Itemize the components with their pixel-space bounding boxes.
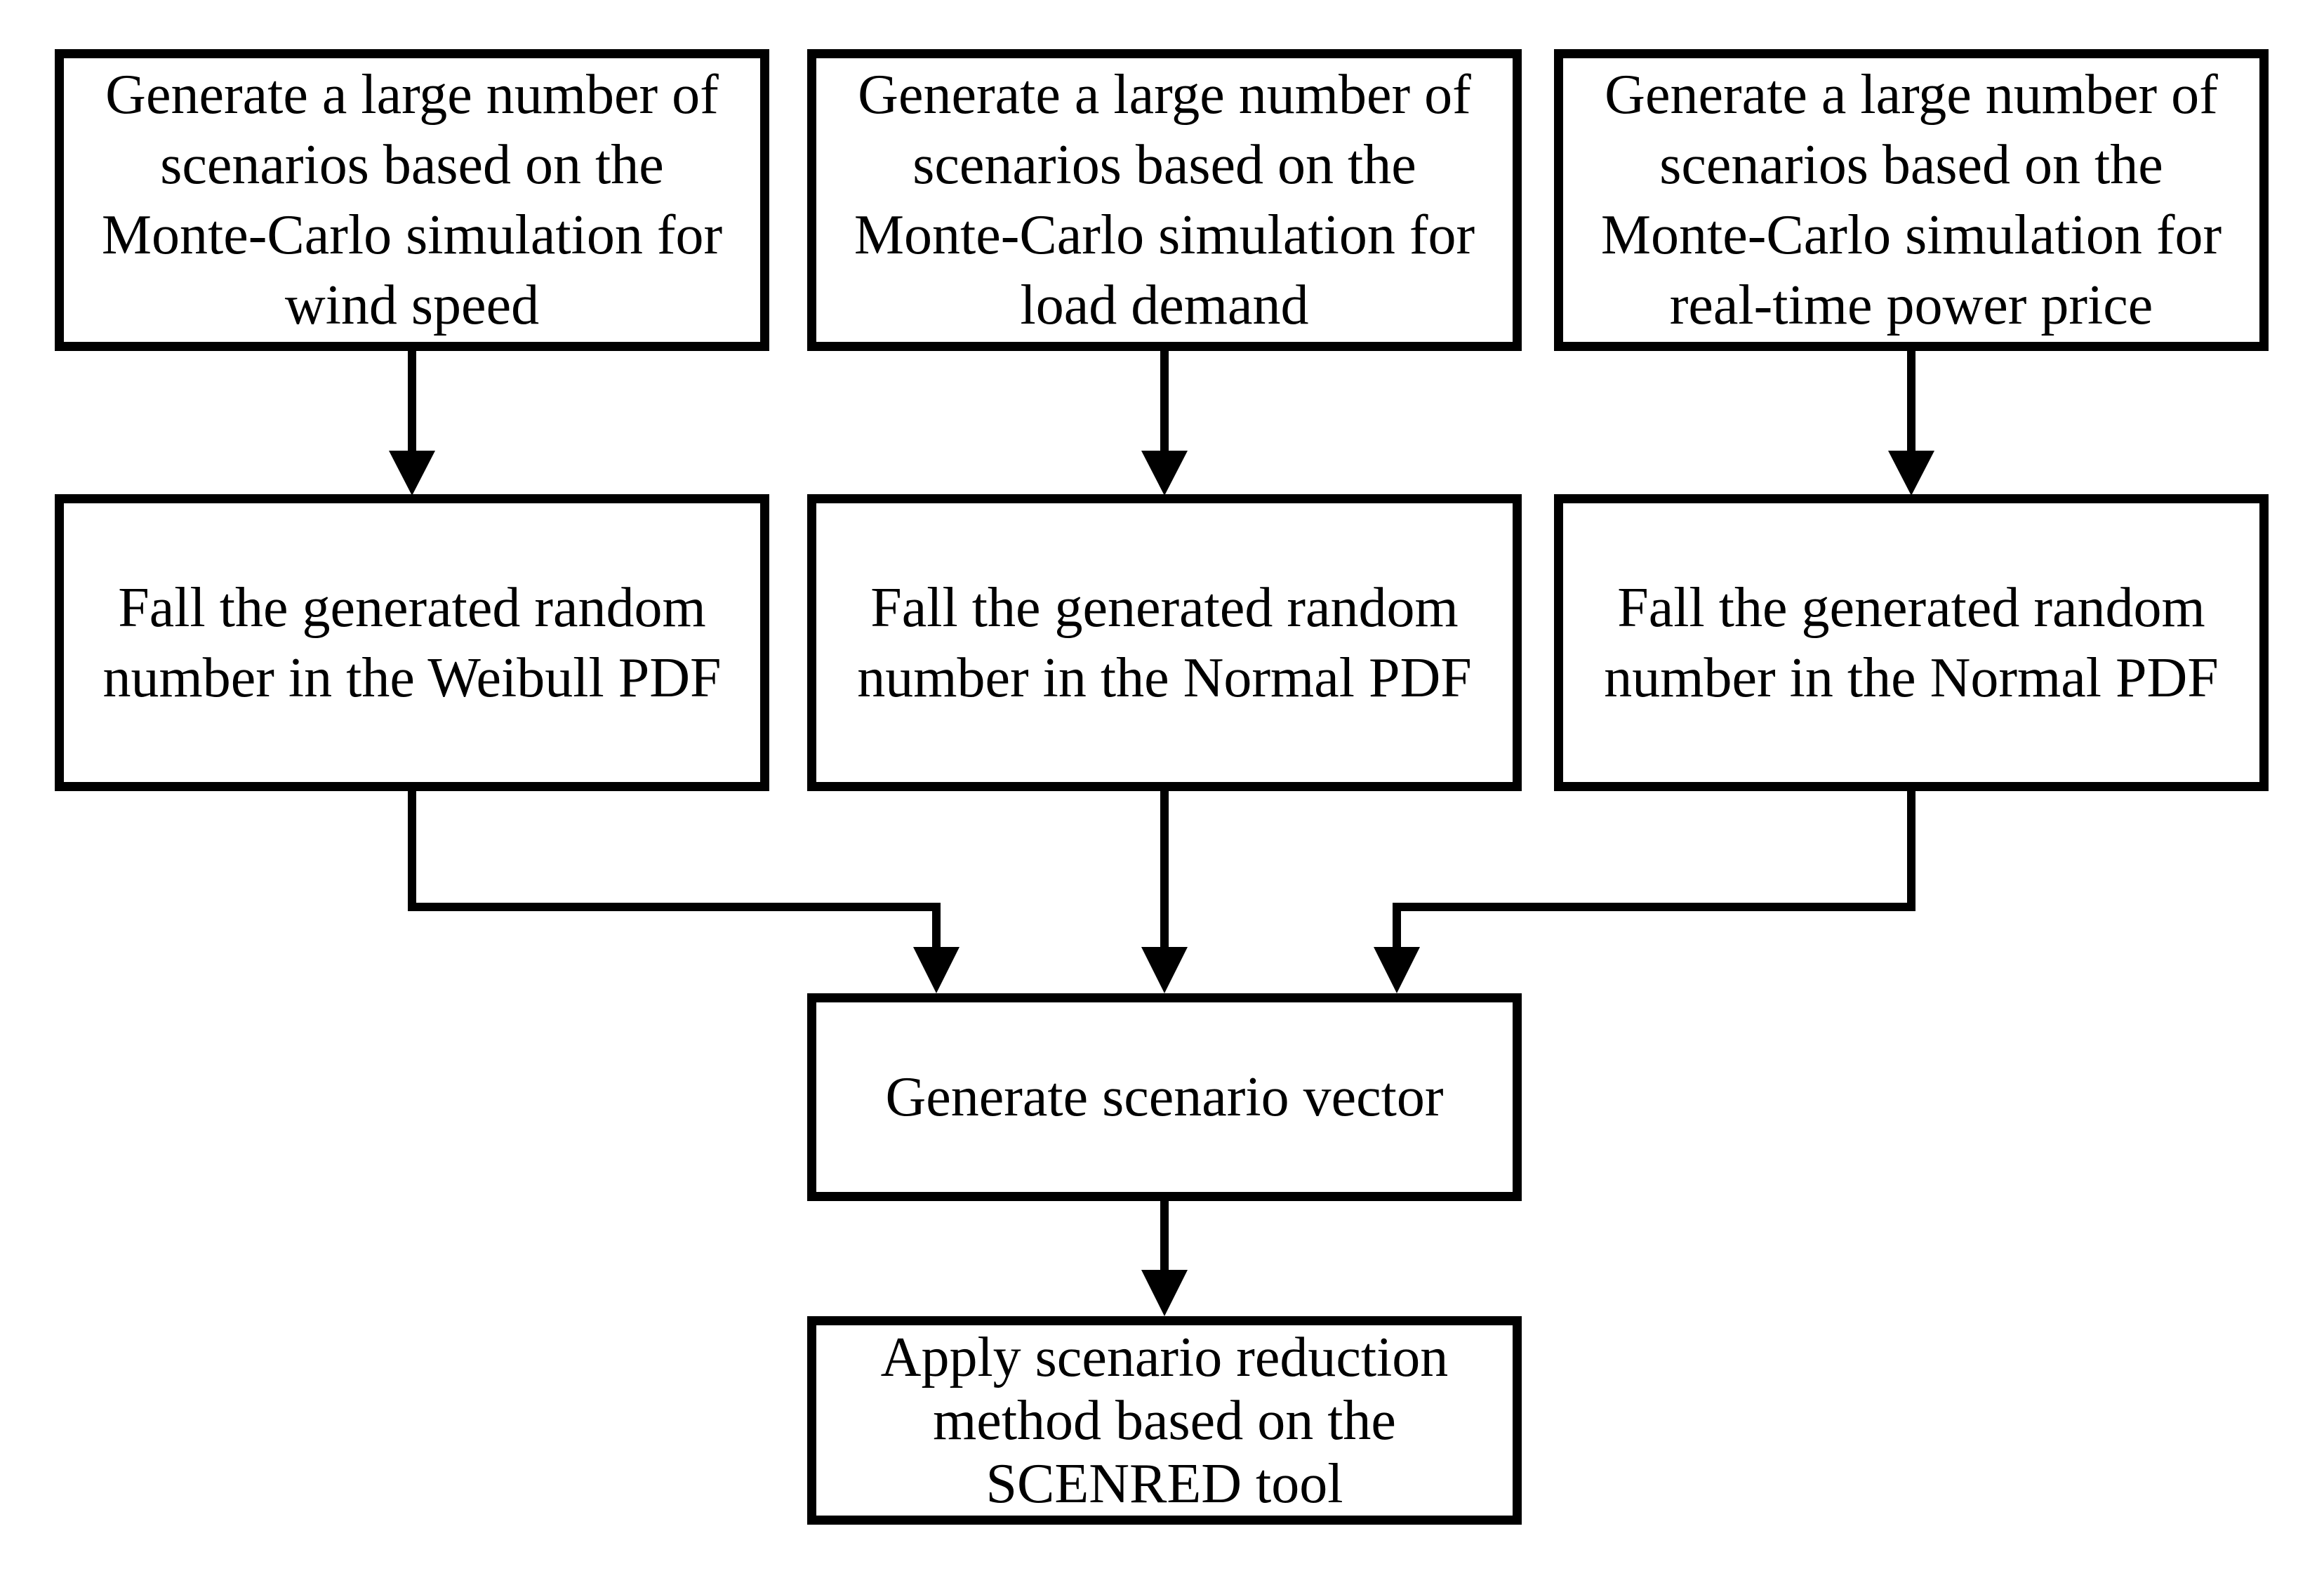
arrow-price-to-normal-price [1888,347,1934,496]
node-line: scenarios based on the [1659,134,2163,196]
node-normal-pdf-price: Fall the generated random number in the … [1554,494,2269,791]
arrow-normal-price-to-vector [1374,787,1915,993]
node-line: scenarios based on the [912,134,1416,196]
node-line: Apply scenario reduction [880,1326,1449,1388]
node-line: method based on the [933,1389,1396,1452]
node-line: Generate a large number of [858,64,1471,126]
node-line: Generate a large number of [105,64,719,126]
node-normal-pdf-load: Fall the generated random number in the … [807,494,1522,791]
node-line: real-time power price [1669,274,2153,336]
node-price-scenarios: Generate a large number of scenarios bas… [1554,49,2269,351]
node-weibull-pdf: Fall the generated random number in the … [55,494,769,791]
node-line: wind speed [284,274,540,336]
node-line: Fall the generated random [1617,576,2205,639]
node-scenario-vector: Generate scenario vector [807,993,1522,1201]
node-scenario-reduction: Apply scenario reduction method based on… [807,1316,1522,1525]
node-line: Monte-Carlo simulation for [854,204,1475,266]
node-line: Generate scenario vector [885,1066,1444,1128]
node-line: number in the Normal PDF [857,647,1472,709]
node-line: load demand [1020,274,1309,336]
arrow-weibull-to-vector [408,787,960,993]
node-line: SCENRED tool [985,1452,1343,1515]
node-line: Monte-Carlo simulation for [1600,204,2222,266]
arrow-vector-to-reduction [1141,1197,1188,1316]
node-wind-scenarios: Generate a large number of scenarios bas… [55,49,769,351]
node-line: Monte-Carlo simulation for [101,204,723,266]
node-line: number in the Weibull PDF [102,647,722,709]
node-line: scenarios based on the [160,134,664,196]
arrow-normal-load-to-vector [1141,787,1188,993]
node-line: Fall the generated random [870,576,1459,639]
node-line: Generate a large number of [1605,64,2218,126]
node-line: Fall the generated random [118,576,706,639]
arrow-load-to-normal-load [1141,347,1188,496]
node-load-scenarios: Generate a large number of scenarios bas… [807,49,1522,351]
node-line: number in the Normal PDF [1604,647,2219,709]
arrow-wind-to-weibull [389,347,435,496]
